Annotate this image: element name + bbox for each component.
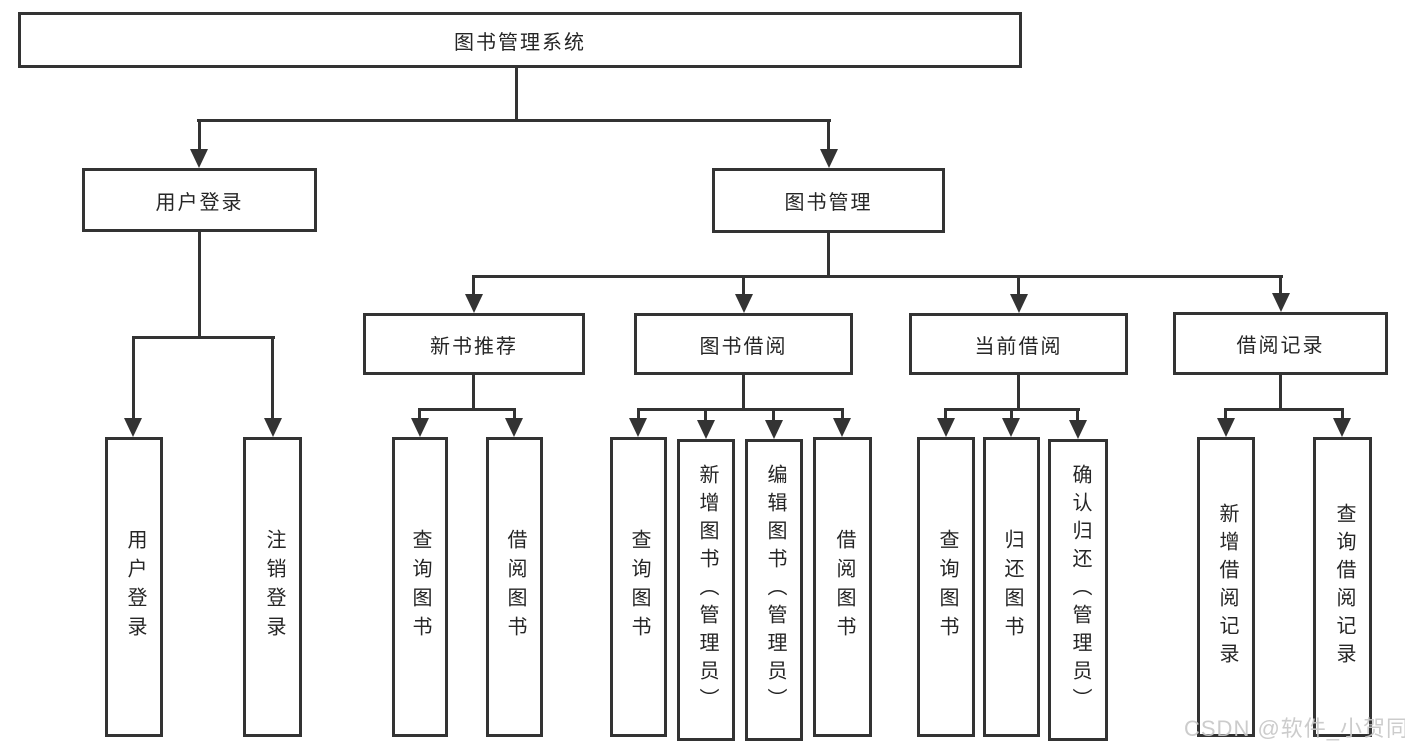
node-book-borrow: 图书借阅 (634, 313, 853, 375)
node-new-book-recommend: 新书推荐 (363, 313, 585, 375)
connector-book-borrow-hline (637, 408, 843, 411)
node-borrow-records: 借阅记录 (1173, 312, 1388, 375)
arrow-down-cb-confirm (1069, 420, 1087, 439)
connector-new-books-hline (418, 408, 516, 411)
connector-user-login-drop (198, 119, 201, 153)
arrow-down-current-borrow (1010, 294, 1028, 313)
arrow-down-cb-query (937, 418, 955, 437)
connector-book-mgmt-drop (827, 119, 830, 153)
leaf-br-query-record: 查询借阅记录 (1313, 437, 1372, 737)
connector-bb-query-drop (637, 408, 640, 420)
connector-bb-edit-drop (772, 408, 775, 422)
connector-new-books-drop (472, 275, 475, 297)
arrow-down-nb-borrow (505, 418, 523, 437)
leaf-bb-edit-books-admin: 编辑图书（管理员） (745, 439, 803, 741)
connector-current-borrow-drop (1017, 275, 1020, 297)
arrow-down-br-query (1333, 418, 1351, 437)
node-user-login: 用户登录 (82, 168, 317, 232)
leaf-user-login: 用户登录 (105, 437, 163, 737)
connector-nb-borrow-drop (513, 408, 516, 420)
arrow-down-bb-edit (765, 420, 783, 439)
leaf-bb-add-books-admin: 新增图书（管理员） (677, 439, 735, 741)
connector-cb-return-drop (1010, 408, 1013, 420)
leaf-cb-query-books: 查询图书 (917, 437, 975, 737)
connector-book-borrow-drop (742, 275, 745, 297)
connector-leaf-logout-drop (271, 336, 274, 420)
leaf-br-add-record: 新增借阅记录 (1197, 437, 1255, 737)
arrow-down-leaf-logout (264, 418, 282, 437)
leaf-bb-query-books: 查询图书 (610, 437, 667, 737)
arrow-down-bb-query (629, 418, 647, 437)
leaf-nb-borrow-books: 借阅图书 (486, 437, 543, 737)
arrow-down-bb-add (697, 420, 715, 439)
leaf-cb-confirm-return-admin: 确认归还（管理员） (1048, 439, 1108, 741)
connector-bb-borrow-drop (841, 408, 844, 420)
connector-user-login-hline (132, 336, 275, 339)
connector-borrow-records-hline (1224, 408, 1344, 411)
leaf-cb-return-books: 归还图书 (983, 437, 1040, 737)
arrow-down-book-mgmt (820, 149, 838, 168)
connector-level2-hline (197, 119, 831, 122)
connector-cb-query-drop (944, 408, 947, 420)
arrow-down-bb-borrow (833, 418, 851, 437)
connector-br-query-drop (1341, 408, 1344, 420)
connector-root-stub (515, 66, 518, 122)
connector-user-login-stub (198, 231, 201, 338)
leaf-nb-query-books: 查询图书 (392, 437, 448, 737)
connector-leaf-login-drop (132, 336, 135, 420)
connector-book-borrow-stub (742, 374, 745, 411)
connector-nb-query-drop (418, 408, 421, 420)
arrow-down-book-borrow (735, 294, 753, 313)
connector-br-add-drop (1224, 408, 1227, 420)
connector-cb-confirm-drop (1076, 408, 1079, 422)
csdn-watermark: CSDN @软件_小贺同学 (1184, 716, 1405, 741)
arrow-down-nb-query (411, 418, 429, 437)
arrow-down-cb-return (1002, 418, 1020, 437)
arrow-down-borrow-records (1272, 293, 1290, 312)
connector-current-borrow-stub (1017, 374, 1020, 411)
connector-book-mgmt-stub (827, 231, 830, 278)
leaf-bb-borrow-books: 借阅图书 (813, 437, 872, 737)
arrow-down-user-login (190, 149, 208, 168)
arrow-down-new-books (465, 294, 483, 313)
node-book-management: 图书管理 (712, 168, 945, 233)
connector-new-books-stub (472, 374, 475, 411)
connector-borrow-records-stub (1279, 374, 1282, 411)
connector-bb-add-drop (704, 408, 707, 422)
node-library-system-root: 图书管理系统 (18, 12, 1022, 68)
arrow-down-leaf-login (124, 418, 142, 437)
leaf-logout: 注销登录 (243, 437, 302, 737)
connector-level3-hline (473, 275, 1283, 278)
node-current-borrow: 当前借阅 (909, 313, 1128, 375)
arrow-down-br-add (1217, 418, 1235, 437)
connector-borrow-records-drop (1279, 275, 1282, 297)
